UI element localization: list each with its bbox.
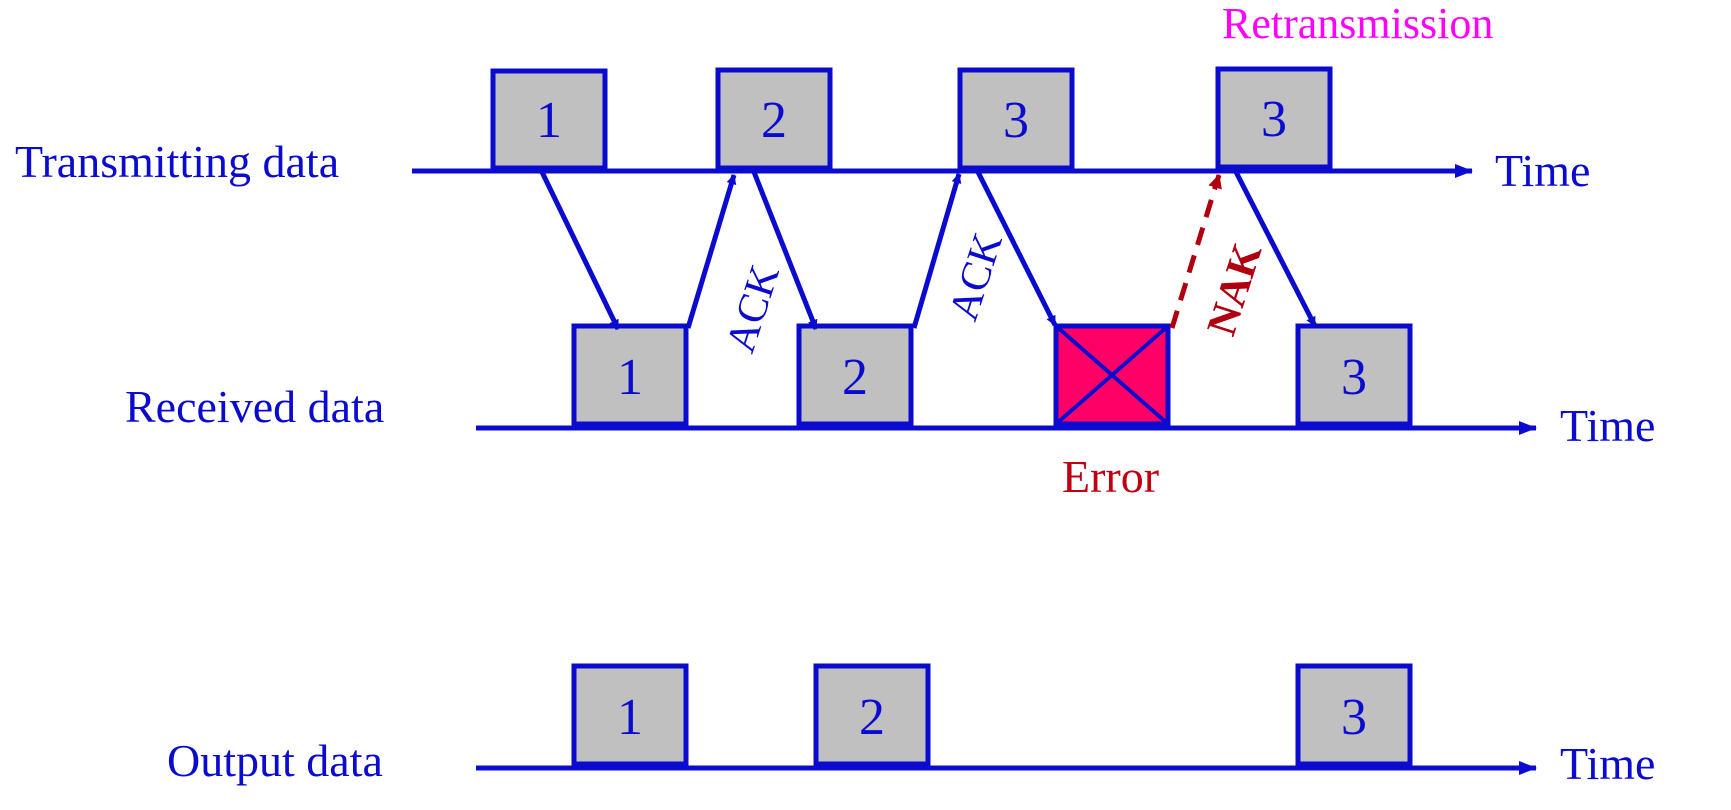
output-packet: 3 [1295, 663, 1413, 767]
retransmit-packet: 3 [1215, 66, 1333, 170]
packet-number: 3 [1003, 92, 1029, 149]
transmit-packet: 3 [957, 67, 1075, 171]
packet-number: 3 [1341, 689, 1367, 746]
ack-label: ACK [941, 228, 1012, 327]
error-cross-line [1054, 324, 1170, 426]
received-packet: 1 [571, 323, 689, 427]
retransmit-arrow [1233, 170, 1318, 328]
packet-number: 1 [617, 349, 643, 406]
ack-label: ACK [718, 260, 789, 359]
received-packet: 3 [1295, 323, 1413, 427]
packet-number: 2 [859, 689, 885, 746]
transmit-packet: 2 [715, 67, 833, 171]
transmitting-data-label: Transmitting data [15, 136, 339, 187]
nak-label: NAK [1199, 238, 1272, 341]
retransmission-label: Retransmission [1222, 0, 1493, 48]
ack-arrow [685, 174, 737, 329]
packet-number: 3 [1261, 91, 1287, 148]
send-arrow [975, 170, 1058, 327]
packet-number: 3 [1341, 349, 1367, 406]
output-time-label: Time [1560, 738, 1655, 789]
received-packet: 2 [796, 323, 914, 427]
ack-arrow [911, 173, 962, 329]
nak-arrow [1169, 174, 1222, 329]
error-packet [1053, 323, 1171, 427]
packet-number: 1 [536, 92, 562, 149]
send-arrow [539, 170, 621, 331]
packet-number: 2 [761, 92, 787, 149]
packet-number: 1 [617, 689, 643, 746]
send-arrow [751, 171, 819, 330]
output-packet: 2 [813, 663, 931, 767]
transmitting-time-label: Time [1495, 145, 1590, 196]
output-packet: 1 [571, 663, 689, 767]
packet-number: 2 [842, 349, 868, 406]
received-time-label: Time [1560, 400, 1655, 451]
transmit-packet: 1 [490, 68, 608, 171]
output-data-label: Output data [167, 735, 383, 786]
received-data-label: Received data [125, 381, 384, 432]
error-label: Error [1062, 451, 1159, 502]
